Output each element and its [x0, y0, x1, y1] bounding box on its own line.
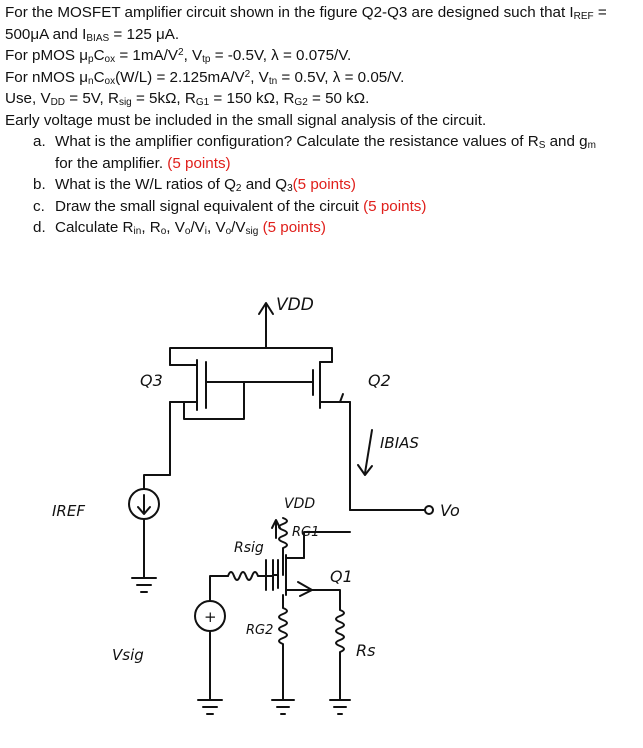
- question-a-cont: for the amplifier. (5 points): [55, 154, 231, 172]
- problem-text: For the MOSFET amplifier circuit shown i…: [5, 2, 639, 239]
- q3-diode-connection: [183, 381, 245, 420]
- label-iref: IREF: [52, 502, 85, 520]
- rsig-resistor: [227, 571, 273, 581]
- label-rg2: RG2: [246, 623, 273, 638]
- ground-vsig: [197, 699, 223, 715]
- ibias-arrow: [364, 429, 373, 474]
- label-rs: Rs: [356, 641, 375, 660]
- vdd-rail: [169, 331, 333, 366]
- label-q3: Q3: [140, 371, 163, 390]
- label-vsig: Vsig: [112, 646, 144, 664]
- iref-arrow: [137, 494, 151, 515]
- circuit-diagram: VDD Q3 Q2 IBIAS IREF VDD Vo Rsig RG1 Q1 …: [52, 295, 460, 715]
- q3-transistor: [169, 359, 239, 411]
- nmos-params: For nMOS μnCox(W/L) = 2.125mA/V2, Vtn = …: [5, 68, 405, 87]
- rs-resistor: [311, 589, 345, 701]
- intro-line-2: 500μA and IBIAS = 125 μA.: [5, 25, 180, 44]
- circuit-figure: VDD Q3 Q2 IBIAS IREF VDD Vo Rsig RG1 Q1 …: [0, 270, 643, 748]
- label-rsig: Rsig: [234, 540, 264, 556]
- label-vo: Vo: [440, 501, 460, 520]
- label-vdd-inner: VDD: [284, 496, 315, 512]
- rg1-resistor: [278, 517, 288, 576]
- points-a: (5 points): [167, 154, 231, 172]
- ground-rg2: [271, 699, 295, 715]
- question-a: a.What is the amplifier configuration? C…: [33, 133, 596, 151]
- label-vsig-plus: +: [204, 608, 217, 626]
- label-q1: Q1: [330, 567, 353, 586]
- ground-rs: [329, 699, 351, 715]
- rg2-resistor: [278, 594, 288, 701]
- ground-iref: [131, 577, 157, 593]
- label-ibias: IBIAS: [380, 434, 419, 452]
- label-rg1: RG1: [292, 525, 319, 540]
- question-b: b.What is the W/L ratios of Q2 and Q3(5 …: [33, 176, 356, 194]
- rsig-to-vsig: [209, 575, 229, 601]
- q2-transistor: [299, 361, 351, 409]
- label-vdd-top: VDD: [276, 295, 314, 315]
- label-q2: Q2: [368, 371, 391, 390]
- points-d: (5 points): [262, 219, 326, 236]
- ibias-arrow-head: [357, 464, 373, 476]
- q1-drain-wire: [303, 531, 351, 559]
- question-c: c.Draw the small signal equivalent of th…: [33, 197, 427, 215]
- points-c: (5 points): [363, 197, 427, 215]
- intro-line-1: For the MOSFET amplifier circuit shown i…: [5, 4, 607, 22]
- vo-terminal: [424, 505, 434, 515]
- use-values: Use, VDD = 5V, Rsig = 5kΩ, RG1 = 150 kΩ,…: [5, 90, 370, 108]
- question-d: d.Calculate Rin, Ro, Vo/Vi, Vo/Vsig (5 p…: [33, 219, 326, 237]
- early-voltage-note: Early voltage must be included in the sm…: [5, 111, 487, 129]
- points-b: (5 points): [292, 176, 356, 193]
- iref-top-wire: [143, 474, 171, 490]
- vdd-arrow-head: [258, 302, 274, 315]
- pmos-params: For pMOS μpCox = 1mA/V2, Vtp = -0.5V, λ …: [5, 47, 352, 65]
- vdd-inner-arrow: [271, 519, 281, 539]
